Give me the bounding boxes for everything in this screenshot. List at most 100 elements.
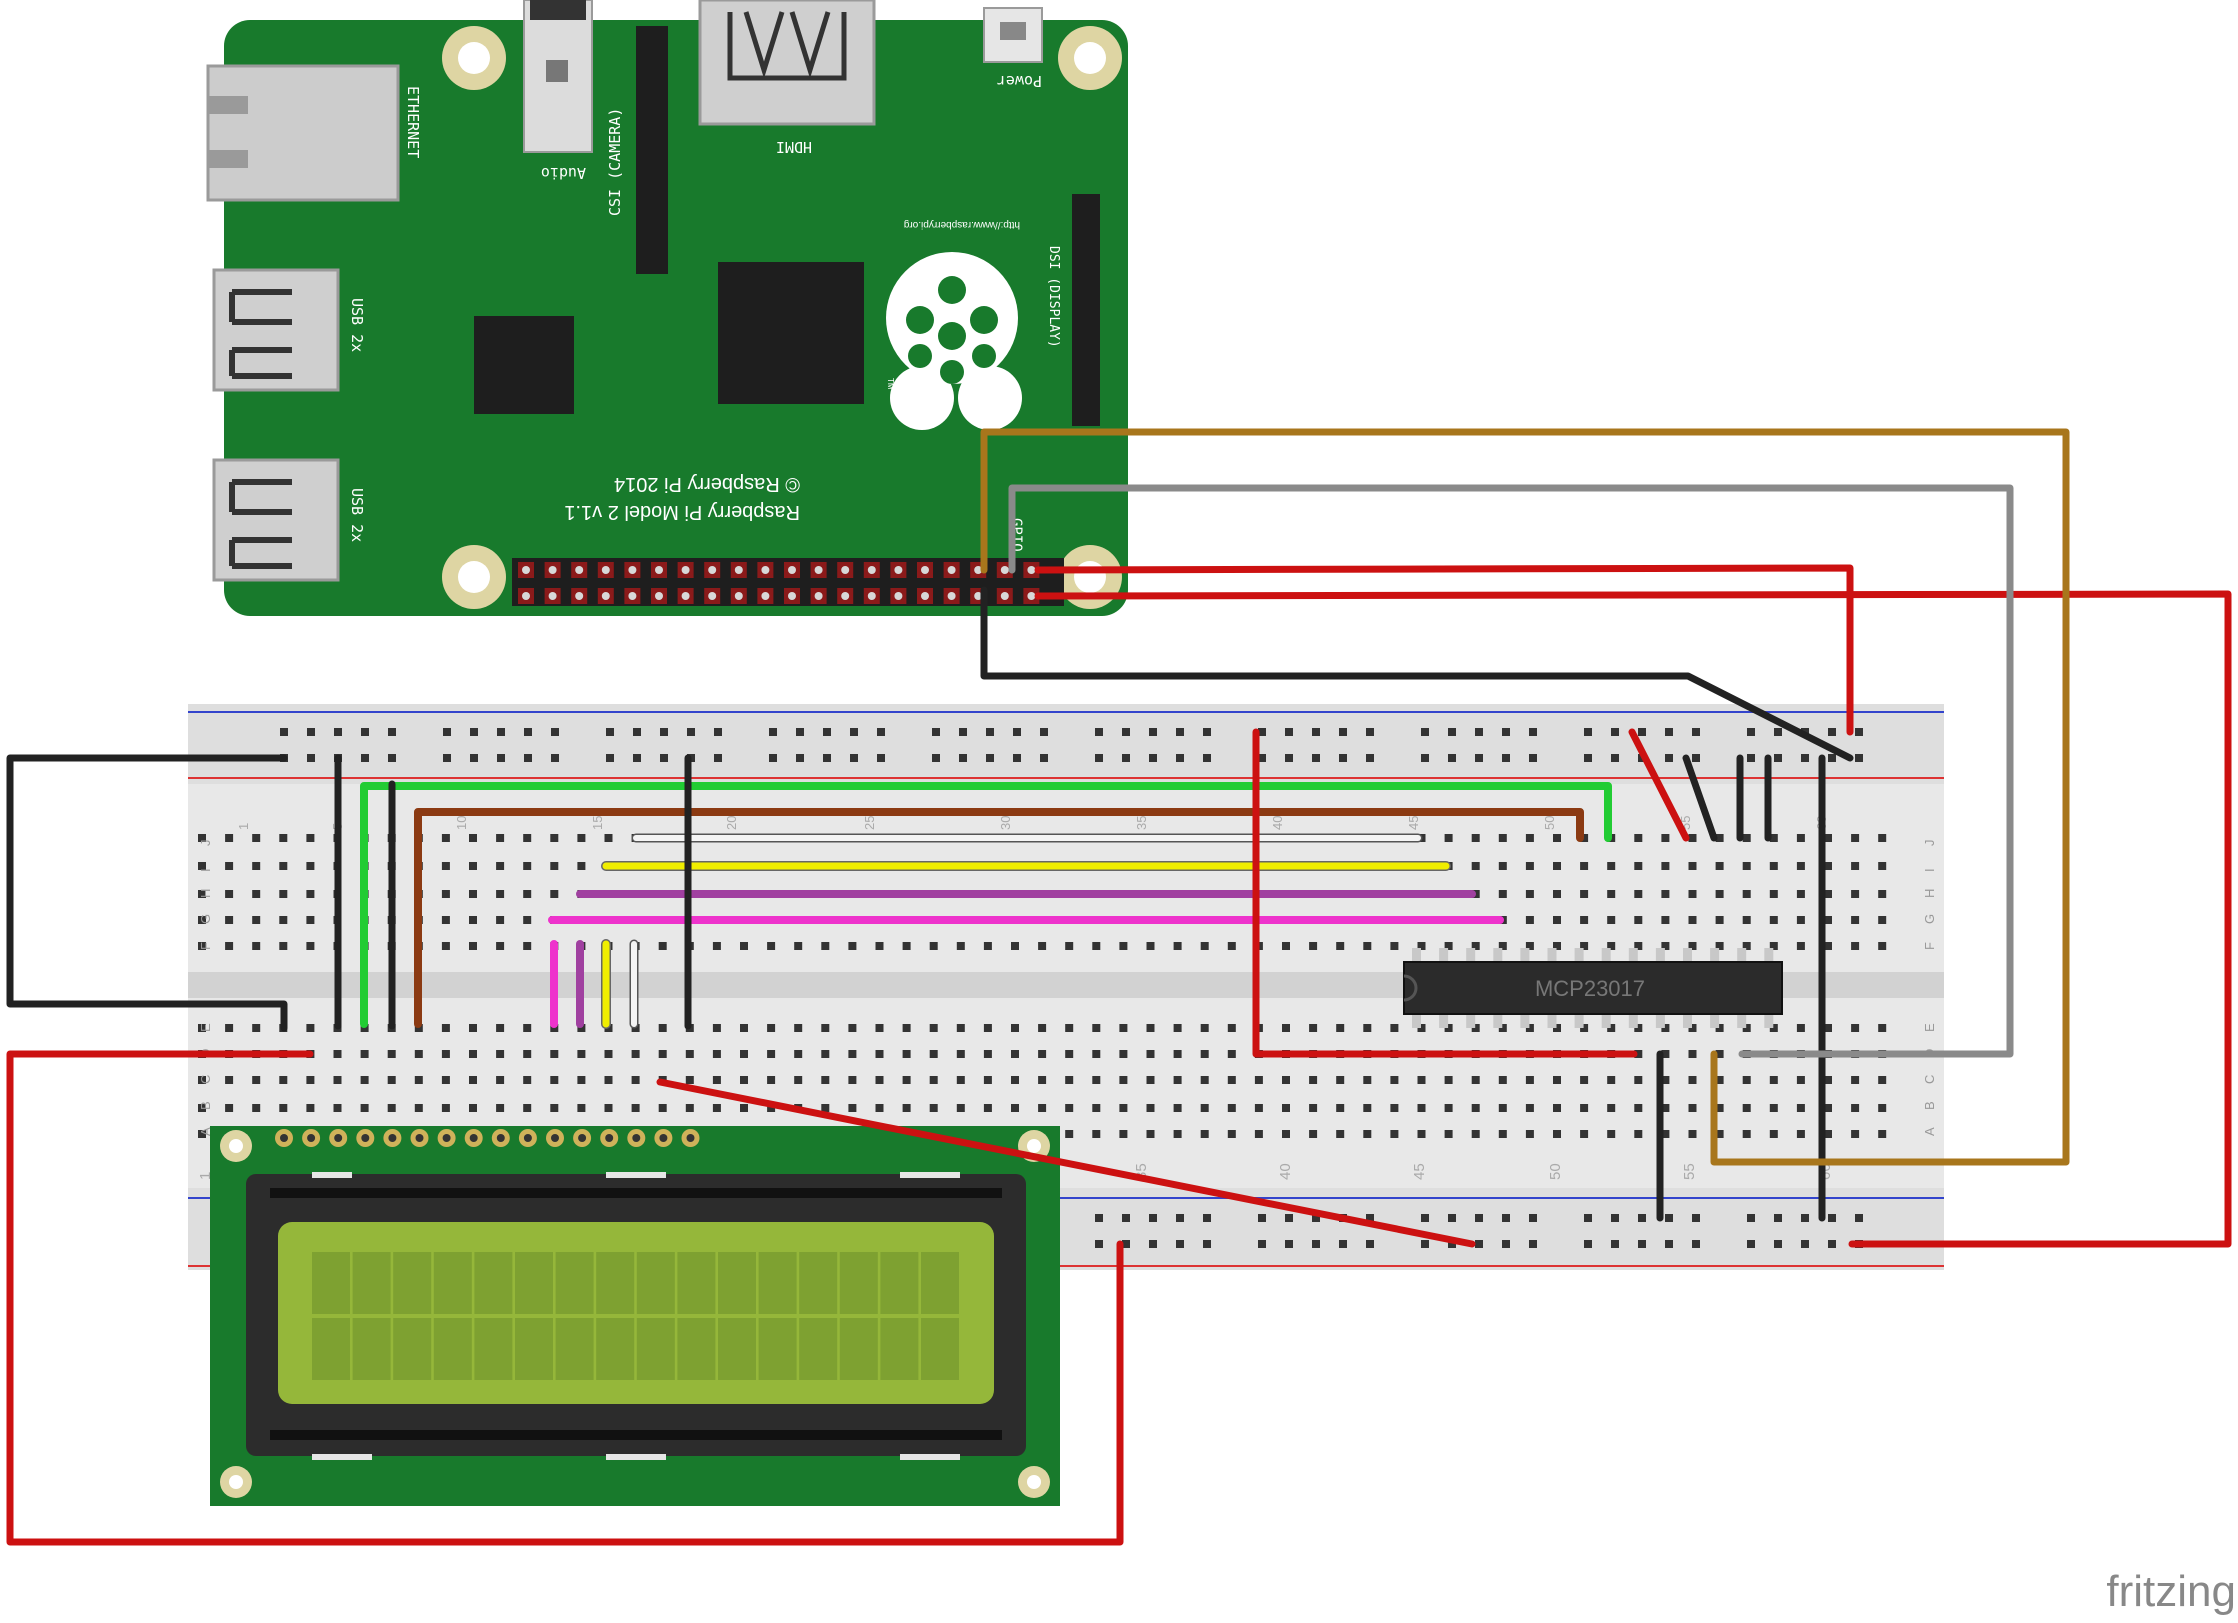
lcd-char-cell (921, 1318, 959, 1380)
column-number: 50 (1547, 1163, 1564, 1180)
breadboard-hole (1715, 942, 1724, 950)
breadboard-hole (1227, 1076, 1236, 1084)
lcd-char-cell (596, 1318, 635, 1380)
lcd-char-cell (799, 1318, 838, 1380)
ic-pin (1710, 1012, 1720, 1028)
breadboard-hole (1553, 834, 1561, 842)
breadboard-hole (956, 942, 965, 950)
breadboard-hole (1824, 1076, 1832, 1084)
breadboard-hole (1146, 1076, 1155, 1084)
breadboard-hole (1634, 834, 1643, 842)
breadboard-hole (848, 1050, 857, 1058)
ic-pin (1710, 948, 1720, 964)
rail-hole (1448, 1214, 1456, 1222)
breadboard-hole (1200, 1050, 1209, 1058)
rail-hole (1692, 1240, 1700, 1248)
breadboard-hole (1851, 942, 1860, 950)
rail-hole (1013, 754, 1021, 762)
rail-hole (1176, 1214, 1184, 1222)
ic-pin (1439, 1012, 1449, 1028)
rail-hole (1149, 754, 1157, 762)
rail-hole (1747, 728, 1755, 736)
breadboard-hole (1580, 862, 1589, 870)
ic-pin (1764, 1012, 1774, 1028)
breadboard-hole (1553, 942, 1561, 950)
gpio-pin-center (575, 566, 584, 574)
gpio-pin-center (681, 566, 690, 574)
breadboard-hole (1742, 834, 1751, 842)
breadboard-hole (821, 1104, 830, 1112)
rail-hole (633, 728, 641, 736)
breadboard-hole (1634, 1024, 1643, 1032)
lcd-char-cell (352, 1252, 391, 1314)
breadboard-hole (550, 1024, 559, 1032)
ic-pin (1574, 1012, 1584, 1028)
breadboard-hole (658, 1104, 667, 1112)
row-label: E (1922, 1023, 1937, 1032)
breadboard-hole (1363, 1024, 1372, 1032)
breadboard-hole (1796, 942, 1805, 950)
breadboard-hole (1796, 916, 1805, 924)
breadboard-hole (252, 1104, 261, 1112)
wire-green (360, 782, 1612, 1028)
column-numbers-top: 1 5 10 15 20 25 30 35 40 45 50 55 60 (236, 816, 1829, 830)
breadboard-hole (1851, 1076, 1860, 1084)
breadboard-hole (1038, 942, 1047, 950)
breadboard-hole (414, 1024, 423, 1032)
breadboard-hole (1607, 1130, 1616, 1138)
rail-hole (361, 728, 369, 736)
gpio-pin-center (1027, 592, 1036, 600)
wire-red (1628, 728, 1690, 842)
rail-hole (633, 754, 641, 762)
breadboard-hole (1661, 890, 1670, 898)
breadboard-hole (1688, 862, 1697, 870)
ic-pin (1764, 948, 1774, 964)
breadboard-hole (279, 834, 288, 842)
rail-hole (1828, 1214, 1836, 1222)
breadboard-hole (1173, 1050, 1182, 1058)
lcd-pin-hole (442, 1134, 451, 1142)
breadboard-hole (1851, 916, 1860, 924)
hdmi-label: HDMI (776, 138, 812, 156)
breadboard-hole (1742, 890, 1751, 898)
rail-hole (1801, 1240, 1809, 1248)
breadboard-hole (902, 1104, 911, 1112)
breadboard-hole (1661, 1104, 1670, 1112)
breadboard-hole (387, 1050, 396, 1058)
breadboard-hole (550, 862, 559, 870)
rail-hole (1692, 1214, 1700, 1222)
column-number: 45 (1411, 1163, 1428, 1180)
rail-hole (1855, 754, 1863, 762)
breadboard-hole (387, 1104, 396, 1112)
rail-hole (497, 754, 505, 762)
breadboard-hole (1824, 890, 1832, 898)
breadboard-hole (198, 1076, 206, 1084)
gpio-pin-center (894, 566, 903, 574)
breadboard-hole (1336, 1130, 1345, 1138)
lcd-char-cell (393, 1318, 432, 1380)
breadboard-hole (875, 1076, 884, 1084)
gpio-pin-center (974, 566, 983, 574)
breadboard-hole (414, 1076, 423, 1084)
breadboard-hole (956, 1104, 965, 1112)
breadboard-hole (1092, 942, 1101, 950)
gpio-pin-center (867, 566, 876, 574)
breadboard-hole (875, 1050, 884, 1058)
breadboard-hole (1011, 1050, 1019, 1058)
breadboard-hole (1607, 1024, 1616, 1032)
rail-hole (823, 728, 831, 736)
breadboard-hole (821, 1076, 830, 1084)
breadboard-hole (902, 942, 911, 950)
rail-hole (1312, 1214, 1320, 1222)
breadboard-hole (1065, 1050, 1074, 1058)
breadboard-hole (1688, 1076, 1697, 1084)
rail-hole (1747, 1214, 1755, 1222)
usb-port-2 (212, 458, 340, 582)
breadboard-hole (1282, 1076, 1290, 1084)
wire-black (6, 754, 288, 1032)
rail-hole (1828, 1240, 1836, 1248)
breadboard-hole (712, 1076, 721, 1084)
rail-hole (1176, 754, 1184, 762)
row-label: F (198, 942, 213, 950)
breadboard-hole (740, 1050, 748, 1058)
